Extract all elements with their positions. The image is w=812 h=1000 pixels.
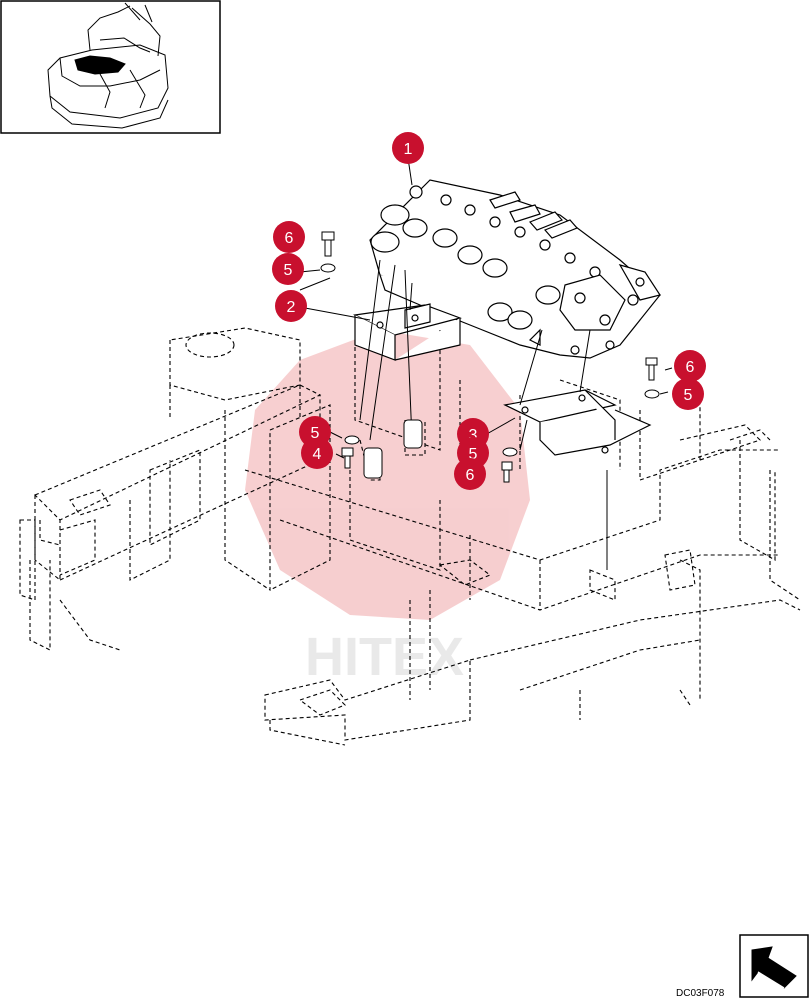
locator-inset [0,0,221,134]
svg-text:5: 5 [684,387,693,404]
svg-text:5: 5 [469,446,478,463]
watermark: HITEX [245,330,530,687]
svg-text:6: 6 [686,359,695,376]
watermark-text: HITEX [305,627,464,687]
callout-5-upper-left: 5 [272,253,304,285]
svg-text:5: 5 [284,262,293,279]
leader-lines [299,157,673,570]
callout-6-upper-left: 6 [273,221,305,253]
callout-1: 1 [392,132,424,164]
callout-5-lower-left: 5 [299,416,331,448]
drawing-code: DC03F078 [676,988,725,999]
callout-6-lower-right: 6 [454,458,486,490]
left-bracket [353,303,462,361]
svg-text:6: 6 [285,230,294,247]
fasteners [320,231,660,483]
machine-locator-icon [47,2,169,129]
svg-text:6: 6 [466,467,475,484]
svg-text:5: 5 [311,425,320,442]
right-bracket [503,389,652,456]
svg-text:2: 2 [287,299,296,316]
callout-6-right: 6 [674,350,706,382]
callouts: 1 2 3 4 5 5 5 5 [272,132,706,490]
svg-text:4: 4 [313,446,322,463]
svg-text:3: 3 [469,427,478,444]
frame-outline [19,327,801,746]
svg-text:1: 1 [404,141,413,158]
watermark-gear-icon [245,330,530,620]
view-direction-arrow-icon[interactable] [739,934,809,998]
callout-2: 2 [275,290,307,322]
control-valve-assembly [369,179,661,359]
callout-5-right: 5 [672,378,704,410]
